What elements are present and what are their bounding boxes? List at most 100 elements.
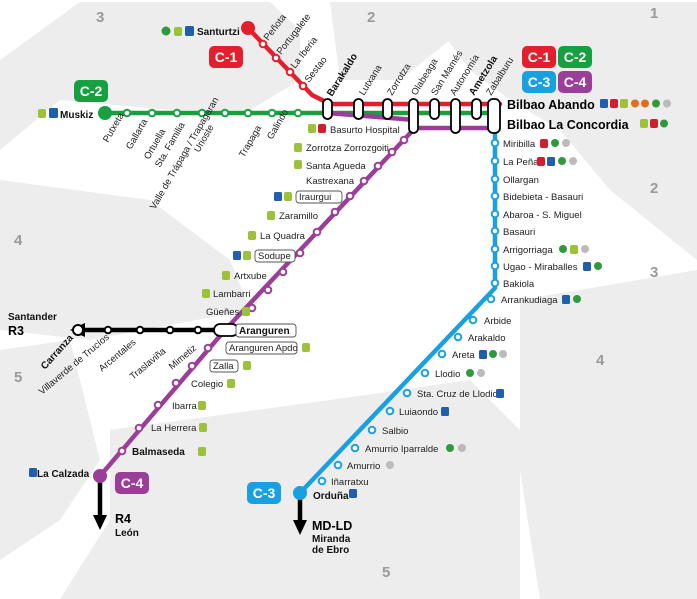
station-label: Balmaseda [132, 447, 185, 458]
zone-number: 4 [14, 232, 23, 249]
station-label: Traslaviña [128, 345, 169, 382]
bus-icon [222, 271, 230, 280]
parking-icon [29, 468, 37, 477]
zone-number: 3 [650, 264, 658, 281]
parking-icon [185, 26, 194, 36]
bike-icon [569, 157, 577, 165]
shared-stations [322, 98, 501, 134]
train-icon [318, 124, 326, 133]
bus-icon [242, 307, 250, 316]
station-label: Sodupe [258, 251, 291, 262]
svg-text:C-2: C-2 [80, 83, 103, 99]
station-label: Basauri [503, 227, 535, 238]
dest-label: Miranda [312, 534, 351, 545]
badge-c4-hub: C-4 [558, 71, 592, 93]
accessible-icon [489, 350, 497, 358]
bike-icon [386, 461, 394, 469]
station-label: Zalla [213, 361, 234, 372]
bike-icon [458, 444, 466, 452]
station-label: Zorrotza Zorrozgoiti [306, 143, 389, 154]
parking-icon [49, 108, 58, 118]
parking-icon [274, 192, 282, 201]
bus-icon [243, 251, 251, 260]
station-label: La Quadra [260, 231, 306, 242]
station-label: Arrankudiaga [501, 295, 558, 306]
station-label: Amurrio [347, 461, 380, 472]
bus-icon [302, 343, 310, 352]
bus-icon [199, 423, 207, 432]
badge-c3-hub: C-3 [522, 71, 556, 93]
accessible-icon [559, 245, 567, 253]
dest-label: de Ebro [312, 545, 349, 556]
zone-number: 3 [96, 9, 104, 26]
train-icon [650, 119, 658, 128]
bus-icon [294, 143, 302, 152]
zone-number: 5 [382, 564, 390, 581]
transfer-aranguren [213, 323, 239, 337]
parking-icon [233, 251, 241, 260]
svg-text:C-4: C-4 [121, 475, 144, 491]
bus-icon [243, 361, 251, 370]
parking-icon [496, 389, 504, 398]
parking-icon [562, 295, 570, 304]
parking-icon [600, 99, 608, 108]
station-dot [72, 324, 84, 336]
bike-icon [581, 245, 589, 253]
badge-c3-south: C-3 [247, 482, 281, 504]
station-label: Sestao [303, 55, 330, 85]
r3-stations [103, 325, 203, 335]
parking-icon [479, 350, 487, 359]
terminus-la-calzada [93, 469, 107, 483]
station-label: Aranguren Apdo [229, 343, 298, 354]
station-label: Orduña [313, 491, 349, 502]
station-label: Aranguren [239, 326, 290, 337]
accessible-icon [573, 295, 581, 303]
terminus-santurtzi [241, 21, 255, 35]
station-label: Ollargan [503, 175, 539, 186]
station-label: Bidebieta - Basauri [503, 192, 583, 203]
bike-icon [499, 350, 507, 358]
zone-number: 2 [650, 180, 658, 197]
station-label: La Herrera [151, 423, 197, 434]
badge-c2-hub: C-2 [558, 46, 592, 68]
service-icons [29, 26, 671, 498]
station-label: Salbio [382, 426, 408, 437]
c4-labels: Basurto Hospital Zorrotza Zorrozgoiti Sa… [132, 125, 400, 458]
station-label: Santurtzi [197, 27, 240, 38]
station-label: Arrigorriaga [503, 245, 553, 256]
station-label: Santa Agueda [306, 161, 366, 172]
line-label-mdld: MD-LD [312, 519, 352, 533]
bus-icon [227, 379, 235, 388]
c3-labels: Miribilla La Peña Ollargan Bidebieta - B… [331, 139, 583, 488]
bus-icon [308, 124, 316, 133]
parking-icon [441, 407, 449, 416]
accessible-icon [652, 99, 660, 108]
accessible-icon [161, 26, 171, 36]
bus-icon [202, 289, 210, 298]
station-label: La Calzada [37, 469, 90, 480]
station-label: Luiaondo [399, 407, 438, 418]
dest-label: Santander [8, 312, 57, 323]
badge-c1-top: C-1 [209, 46, 243, 68]
svg-text:C-1: C-1 [215, 49, 238, 65]
svg-text:C-2: C-2 [564, 49, 587, 65]
zone-number: 4 [596, 352, 605, 369]
ticket-icon [641, 99, 649, 108]
station-label: Areta [452, 350, 475, 361]
parking-icon [583, 262, 591, 271]
badge-c2-west: C-2 [74, 80, 108, 102]
station-label: Sta. Cruz de Llodio [417, 389, 498, 400]
line-r4 [93, 473, 107, 530]
station-label: Artxube [234, 271, 267, 282]
parking-icon [349, 489, 357, 498]
bus-icon [198, 401, 206, 410]
zone-numbers: 3 2 1 2 4 3 4 5 5 [14, 5, 658, 581]
station-label: Arakaldo [468, 333, 506, 344]
bus-icon [198, 447, 206, 456]
badge-c1-hub: C-1 [522, 46, 556, 68]
hub-label-abando: Bilbao Abando [507, 98, 595, 112]
bus-icon [174, 27, 182, 36]
hub-label-concordia: Bilbao La Concordia [507, 118, 630, 132]
station-label: Abaroa - S. Miguel [503, 210, 582, 221]
